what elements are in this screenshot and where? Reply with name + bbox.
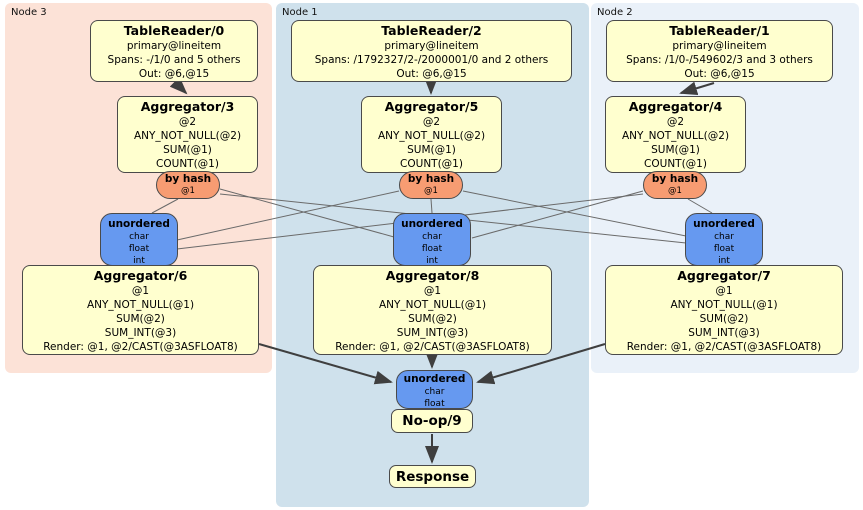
aggregator-5-line: @2 — [422, 116, 441, 128]
aggregator-5-line: ANY_NOT_NULL(@2) — [377, 130, 486, 142]
aggregator-6-line: SUM(@2) — [116, 313, 165, 325]
tablereader-1-spans: Spans: /1/0-/549602/3 and 3 others — [626, 54, 813, 66]
aggregator-5-box: Aggregator/5 @2 ANY_NOT_NULL(@2) SUM(@1)… — [361, 96, 502, 173]
node1-label: Node 1 — [282, 7, 318, 18]
aggregator-4-title: Aggregator/4 — [628, 99, 723, 114]
aggregator-4-line: @2 — [666, 116, 685, 128]
aggregator-7-line: ANY_NOT_NULL(@1) — [670, 299, 778, 311]
noop-9-box: No-op/9 — [391, 409, 473, 433]
sync-type: float — [713, 244, 735, 254]
by-hash-router-node2: by hash @1 — [643, 171, 707, 199]
sync-type: char — [129, 232, 149, 242]
aggregator-3-line: @2 — [178, 116, 197, 128]
tablereader-2-spans: Spans: /1792327/2-/2000001/0 and 2 other… — [314, 54, 549, 66]
tablereader-2-box: TableReader/2 primary@lineitem Spans: /1… — [291, 20, 572, 82]
unordered-sync-title: unordered — [693, 218, 755, 230]
unordered-sync-title: unordered — [108, 218, 170, 230]
sync-type: int — [426, 256, 438, 266]
aggregator-4-box: Aggregator/4 @2 ANY_NOT_NULL(@2) SUM(@1)… — [605, 96, 746, 173]
aggregator-6-line: ANY_NOT_NULL(@1) — [86, 299, 195, 311]
aggregator-8-title: Aggregator/8 — [385, 268, 480, 283]
aggregator-3-line: ANY_NOT_NULL(@2) — [133, 130, 242, 142]
tablereader-2-index: primary@lineitem — [384, 40, 479, 52]
aggregator-4-line: COUNT(@1) — [644, 158, 707, 170]
aggregator-8-line: SUM_INT(@3) — [396, 327, 469, 339]
aggregator-6-title: Aggregator/6 — [93, 268, 188, 283]
tablereader-1-out: Out: @6,@15 — [684, 68, 755, 80]
tablereader-1-title: TableReader/1 — [669, 23, 770, 38]
by-hash-router-key: @1 — [424, 186, 438, 196]
tablereader-1-box: TableReader/1 primary@lineitem Spans: /1… — [606, 20, 833, 82]
aggregator-7-box: Aggregator/7 @1 ANY_NOT_NULL(@1) SUM(@2)… — [605, 265, 843, 355]
aggregator-5-line: SUM(@1) — [407, 144, 456, 156]
aggregator-8-line: SUM(@2) — [408, 313, 457, 325]
by-hash-router-title: by hash — [651, 173, 699, 185]
aggregator-7-line: Render: @1, @2/CAST(@3ASFLOAT8) — [626, 341, 822, 353]
aggregator-6-line: SUM_INT(@3) — [104, 327, 177, 339]
by-hash-router-key: @1 — [668, 186, 682, 196]
aggregator-4-line: SUM(@1) — [651, 144, 700, 156]
sync-type: float — [128, 244, 150, 254]
aggregator-8-line: @1 — [423, 285, 442, 297]
unordered-sync-node3: unordered char float int — [100, 213, 178, 266]
tablereader-0-spans: Spans: -/1/0 and 5 others — [107, 54, 241, 66]
aggregator-6-box: Aggregator/6 @1 ANY_NOT_NULL(@1) SUM(@2)… — [22, 265, 259, 355]
sync-type: char — [424, 387, 445, 397]
unordered-sync-final: unordered char float — [396, 370, 473, 409]
sync-type: int — [718, 256, 730, 266]
sync-type: char — [714, 232, 734, 242]
tablereader-1-index: primary@lineitem — [672, 40, 767, 52]
noop-9-title: No-op/9 — [402, 413, 462, 429]
aggregator-3-box: Aggregator/3 @2 ANY_NOT_NULL(@2) SUM(@1)… — [117, 96, 258, 173]
aggregator-5-title: Aggregator/5 — [384, 99, 479, 114]
aggregator-7-line: SUM_INT(@3) — [688, 327, 760, 339]
sync-type: char — [422, 232, 442, 242]
aggregator-6-line: @1 — [131, 285, 150, 297]
tablereader-0-title: TableReader/0 — [123, 23, 225, 38]
aggregator-3-line: SUM(@1) — [163, 144, 212, 156]
unordered-sync-title: unordered — [401, 218, 463, 230]
tablereader-0-box: TableReader/0 primary@lineitem Spans: -/… — [90, 20, 258, 82]
aggregator-3-title: Aggregator/3 — [140, 99, 235, 114]
aggregator-3-line: COUNT(@1) — [156, 158, 219, 170]
unordered-sync-title: unordered — [403, 373, 466, 385]
aggregator-8-line: ANY_NOT_NULL(@1) — [378, 299, 487, 311]
response-box: Response — [389, 465, 476, 488]
by-hash-router-title: by hash — [407, 173, 455, 185]
by-hash-router-node3: by hash @1 — [156, 171, 220, 199]
node3-label: Node 3 — [11, 7, 47, 18]
tablereader-2-title: TableReader/2 — [381, 23, 482, 38]
aggregator-4-line: ANY_NOT_NULL(@2) — [621, 130, 730, 142]
unordered-sync-node1: unordered char float int — [393, 213, 471, 266]
by-hash-router-node1: by hash @1 — [399, 171, 463, 199]
aggregator-8-box: Aggregator/8 @1 ANY_NOT_NULL(@1) SUM(@2)… — [313, 265, 552, 355]
tablereader-2-out: Out: @6,@15 — [396, 68, 467, 80]
aggregator-5-line: COUNT(@1) — [400, 158, 463, 170]
aggregator-6-line: Render: @1, @2/CAST(@3ASFLOAT8) — [43, 341, 238, 353]
aggregator-7-line: SUM(@2) — [699, 313, 749, 325]
aggregator-8-line: Render: @1, @2/CAST(@3ASFLOAT8) — [335, 341, 530, 353]
sync-type: float — [424, 399, 445, 409]
by-hash-router-title: by hash — [164, 173, 212, 185]
tablereader-0-index: primary@lineitem — [126, 40, 222, 52]
aggregator-7-title: Aggregator/7 — [677, 268, 771, 283]
node2-label: Node 2 — [597, 7, 633, 18]
sync-type: float — [421, 244, 443, 254]
by-hash-router-key: @1 — [181, 186, 195, 196]
sync-type: int — [133, 256, 145, 266]
aggregator-7-line: @1 — [715, 285, 733, 297]
tablereader-0-out: Out: @6,@15 — [138, 68, 210, 80]
unordered-sync-node2: unordered char float int — [685, 213, 763, 266]
response-title: Response — [395, 468, 470, 485]
